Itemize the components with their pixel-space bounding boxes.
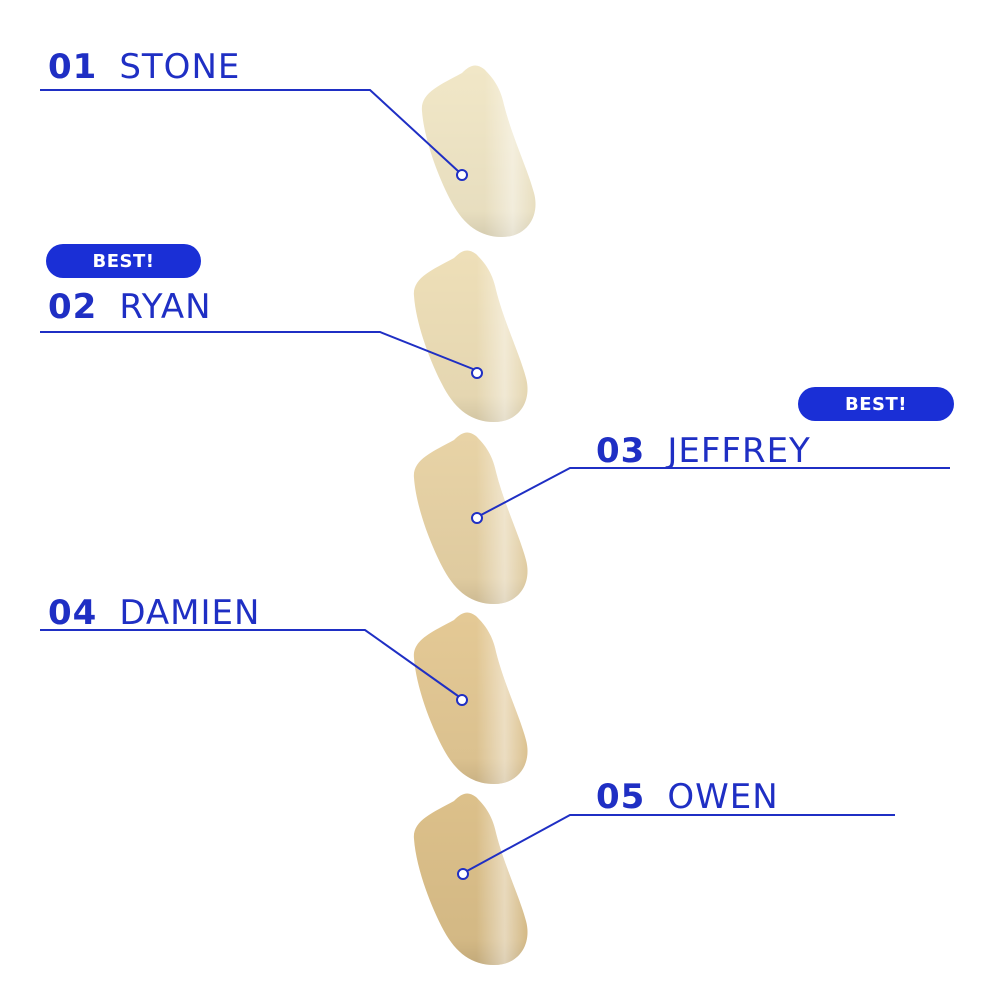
shade-number-1: 01 [48,47,98,87]
shade-number-3: 03 [596,431,646,471]
shade-name-2: RYAN [119,287,212,327]
leader-line-1 [40,89,459,172]
shade-label-1: 01 STONE [48,50,240,84]
swatch-gloss-3 [413,432,528,604]
cream-swatch-2 [413,250,528,422]
leader-dot-2 [471,367,483,379]
shade-number-5: 05 [596,777,646,817]
shade-label-2: 02 RYAN [48,290,212,324]
shade-label-4: 04 DAMIEN [48,596,260,630]
shade-label-3: 03 JEFFREY [596,434,811,468]
shade-label-5: 05 OWEN [596,780,779,814]
best-badge-2: BEST! [46,244,201,278]
cream-swatch-3 [413,432,528,604]
leader-dot-1 [456,169,468,181]
shade-name-1: STONE [119,47,241,87]
best-badge-3: BEST! [798,387,954,421]
leader-dot-4 [456,694,468,706]
leader-line-4 [40,629,459,697]
cream-swatch-4 [413,612,528,784]
shade-name-3: JEFFREY [667,431,811,471]
swatch-gloss-5 [413,793,528,965]
cream-swatch-5 [413,793,528,965]
cream-swatch-1 [421,65,536,237]
shade-name-5: OWEN [667,777,779,817]
swatch-gloss-1 [421,65,536,237]
swatch-gloss-4 [413,612,528,784]
leader-dot-5 [457,868,469,880]
leader-dot-3 [471,512,483,524]
shade-name-4: DAMIEN [119,593,261,633]
leader-line-5 [466,814,895,872]
leader-line-3 [480,467,950,516]
shade-number-4: 04 [48,593,98,633]
leader-line-2 [40,331,474,370]
shade-number-2: 02 [48,287,98,327]
swatch-gloss-2 [413,250,528,422]
